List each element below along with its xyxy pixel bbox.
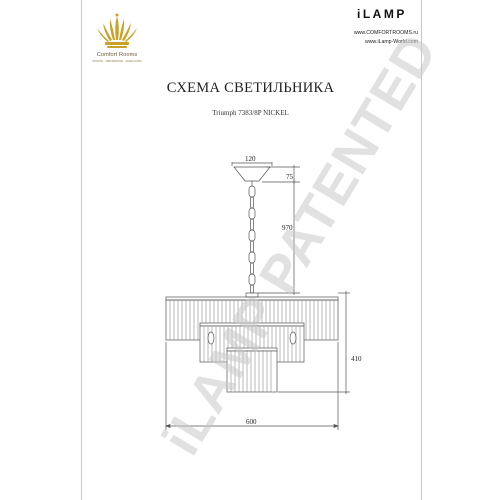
- website-link-comfortrooms[interactable]: www.COMFORTROOMS.ru: [353, 30, 418, 36]
- chain: [248, 185, 256, 294]
- document-title: СХЕМА СВЕТИЛЬНИКА: [166, 80, 335, 96]
- logo-tagline: ЛЮСТРЫ · СВЕТИЛЬНИКИ · АКСЕССУАРЫ: [92, 60, 142, 63]
- comfort-rooms-logo: [97, 13, 137, 48]
- document-sheet: [81, 0, 422, 500]
- ilamp-logo: iLAMP: [357, 7, 407, 21]
- dimension-canopy-height: 75: [286, 173, 293, 181]
- logo-brand-name: Comfort Rooms: [96, 52, 138, 58]
- dimension-body-height: 410: [351, 355, 362, 363]
- dimension-body-width: 600: [246, 418, 257, 426]
- model-name: Triumph 7383/8P NICKEL: [212, 109, 289, 117]
- website-link-ilamp[interactable]: www.iLamp-World.com: [365, 39, 418, 45]
- dimension-chain-length: 970: [282, 224, 293, 232]
- dimension-canopy-width: 120: [245, 155, 256, 163]
